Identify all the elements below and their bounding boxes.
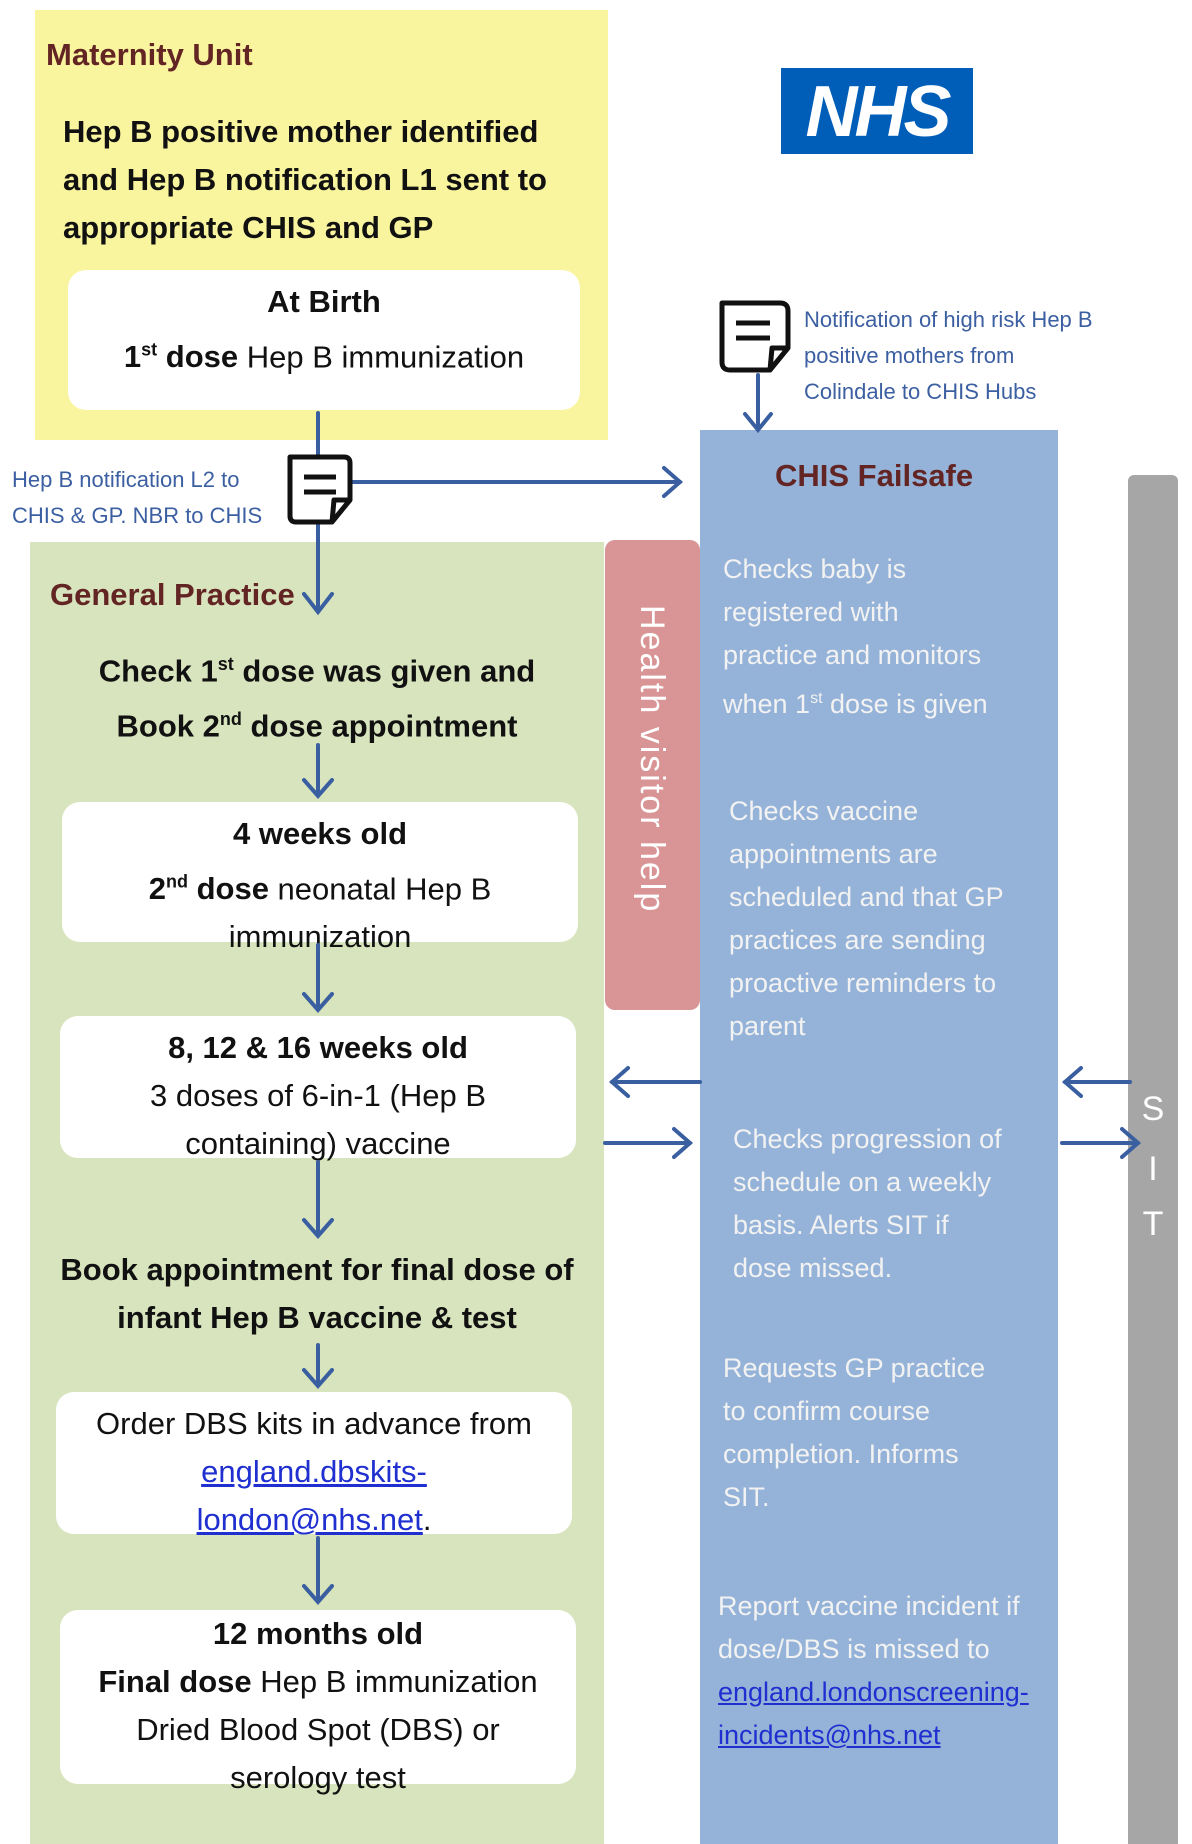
- arrowhead: [302, 1368, 334, 1390]
- arrowhead: [302, 1218, 334, 1240]
- high-risk-notification-note: Notification of high risk Hep B positive…: [804, 302, 1093, 410]
- order-dbs-box: Order DBS kits in advance from england.d…: [56, 1392, 572, 1537]
- arrowhead: [608, 1066, 630, 1098]
- note-line: positive mothers from: [804, 343, 1015, 368]
- chis-line: registered with: [723, 597, 899, 627]
- containing-line: containing) vaccine: [185, 1126, 451, 1161]
- lead-line: Hep B positive mother identified: [63, 114, 539, 149]
- dbs-email-line: london@nhs.net.: [196, 1502, 432, 1537]
- nhs-logo: NHS: [781, 68, 973, 154]
- chis-line: appointments are: [729, 839, 938, 869]
- check-line: Check 1st dose was given and: [98, 653, 536, 689]
- twelve-months-title: 12 months old: [212, 1616, 424, 1651]
- chis-line: schedule on a weekly: [733, 1167, 992, 1197]
- health-visitor-panel: [605, 540, 700, 1010]
- four-weeks-box: 4 weeks old 2nd dose neonatal Hep B immu…: [62, 802, 578, 954]
- chis-line: Requests GP practice: [723, 1353, 986, 1383]
- arrowhead: [672, 1127, 694, 1159]
- final-dose-line: Final dose Hep B immunization: [98, 1664, 538, 1699]
- six-in-one-line: 3 doses of 6-in-1 (Hep B: [149, 1078, 486, 1113]
- order-dbs-line: Order DBS kits in advance from: [96, 1406, 532, 1441]
- general-practice-title: General Practice: [50, 577, 295, 612]
- sit-panel: [1128, 475, 1178, 1844]
- second-dose-line: 2nd dose neonatal Hep B: [148, 871, 492, 907]
- weeks-title: 8, 12 & 16 weeks old: [168, 1030, 468, 1065]
- arrowhead: [662, 466, 684, 498]
- four-weeks-title: 4 weeks old: [232, 816, 408, 851]
- chis-progression-check: Checks progression of schedule on a week…: [733, 1118, 1002, 1290]
- sit-letter: I: [1148, 1150, 1158, 1188]
- chis-line: dose missed.: [733, 1253, 893, 1283]
- chis-registration-check: Checks baby is registered with practice …: [723, 548, 988, 726]
- twelve-months-box: 12 months old Final dose Hep B immunizat…: [60, 1610, 576, 1795]
- chis-line: Checks progression of: [733, 1124, 1002, 1154]
- chis-line: SIT.: [723, 1482, 770, 1512]
- maternity-unit-title: Maternity Unit: [46, 37, 253, 72]
- health-visitor-label: Health visitor help: [633, 605, 671, 914]
- maternity-lead-text: Hep B positive mother identified and Hep…: [63, 108, 547, 252]
- sit-letter: S: [1141, 1090, 1165, 1128]
- note-line: Colindale to CHIS Hubs: [804, 379, 1037, 404]
- incidents-email-link[interactable]: england.londonscreening-: [718, 1677, 1029, 1707]
- chis-failsafe-panel: [700, 430, 1058, 1844]
- chis-appointments-check: Checks vaccine appointments are schedule…: [729, 790, 1004, 1048]
- incidents-email-link-part2[interactable]: incidents@nhs.net: [718, 1720, 941, 1750]
- arrowhead: [302, 778, 334, 800]
- book-final-line: Book appointment for final dose of: [60, 1252, 574, 1287]
- document-icon: [719, 300, 791, 373]
- book-line: Book 2nd dose appointment: [116, 708, 518, 744]
- chis-line: to confirm course: [723, 1396, 931, 1426]
- chis-line: proactive reminders to: [729, 968, 997, 998]
- dbs-email-link-part2[interactable]: london@nhs.net: [196, 1502, 423, 1537]
- note-line: Hep B notification L2 to: [12, 467, 240, 492]
- chis-line: practice and monitors: [723, 640, 982, 670]
- at-birth-title: At Birth: [267, 284, 381, 319]
- nhs-logo-text: NHS: [805, 72, 951, 152]
- eight-twelve-sixteen-weeks-box: 8, 12 & 16 weeks old 3 doses of 6-in-1 (…: [60, 1016, 576, 1161]
- chis-line: when 1st dose is given: [723, 689, 988, 719]
- chis-course-completion: Requests GP practice to confirm course c…: [723, 1347, 985, 1519]
- dbs-test-line: Dried Blood Spot (DBS) or: [136, 1712, 500, 1747]
- arrowhead: [1061, 1066, 1083, 1098]
- chis-failsafe-title: CHIS Failsafe: [775, 458, 974, 493]
- serology-line: serology test: [230, 1760, 406, 1795]
- chis-line: basis. Alerts SIT if: [733, 1210, 949, 1240]
- chis-line: scheduled and that GP: [729, 882, 1004, 912]
- first-dose-line: 1st dose Hep B immunization: [123, 339, 525, 375]
- chis-line: completion. Informs: [723, 1439, 959, 1469]
- lead-line: appropriate CHIS and GP: [63, 210, 434, 245]
- chis-line: Report vaccine incident if: [718, 1591, 1020, 1621]
- chis-line: Checks baby is: [723, 554, 907, 584]
- book-final-dose-text: Book appointment for final dose of infan…: [30, 1246, 604, 1342]
- dbs-email-link[interactable]: england.dbskits-: [201, 1454, 427, 1489]
- note-line: CHIS & GP. NBR to CHIS: [12, 503, 263, 528]
- check-first-dose-text: Check 1st dose was given and Book 2nd do…: [30, 640, 604, 751]
- lead-line: and Hep B notification L1 sent to: [63, 162, 547, 197]
- arrowhead: [302, 592, 334, 616]
- chis-line: dose/DBS is missed to: [718, 1634, 990, 1664]
- chis-line: practices are sending: [729, 925, 986, 955]
- arrowhead: [302, 992, 334, 1014]
- note-line: Notification of high risk Hep B: [804, 307, 1093, 332]
- arrowhead: [302, 1584, 334, 1606]
- arrowhead: [1120, 1127, 1142, 1159]
- document-icon: [287, 454, 353, 525]
- chis-line: Checks vaccine: [729, 796, 919, 826]
- arrowhead: [743, 412, 773, 434]
- sit-letter: T: [1142, 1205, 1164, 1243]
- l2-notification-note: Hep B notification L2 to CHIS & GP. NBR …: [12, 462, 262, 534]
- chis-report-incident: Report vaccine incident if dose/DBS is m…: [718, 1585, 1029, 1757]
- book-final-line: infant Hep B vaccine & test: [117, 1300, 517, 1335]
- chis-line: parent: [729, 1011, 806, 1041]
- at-birth-box: At Birth 1st dose Hep B immunization: [68, 270, 580, 410]
